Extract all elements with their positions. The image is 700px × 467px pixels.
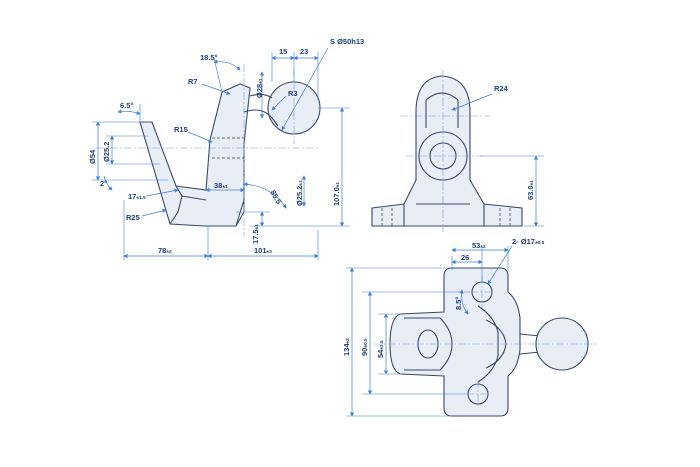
dim-d54: Ø54 bbox=[88, 149, 97, 164]
dim-26: 26 bbox=[461, 253, 469, 262]
dim-53: 53 bbox=[472, 241, 480, 250]
dim-r3: R3 bbox=[288, 89, 298, 98]
dim-r7: R7 bbox=[188, 77, 198, 86]
dim-63: 63.0 bbox=[526, 185, 535, 200]
dim-17: 17 bbox=[128, 192, 136, 201]
dim-r25: R25 bbox=[126, 213, 140, 222]
front-view bbox=[371, 70, 523, 232]
dim-2deg: 2° bbox=[100, 179, 107, 188]
svg-text:134±2: 134±2 bbox=[342, 338, 351, 356]
svg-text:2- Ø17±0.5: 2- Ø17±0.5 bbox=[512, 237, 545, 246]
top-view-plate bbox=[389, 267, 521, 417]
dim-r15: R15 bbox=[174, 125, 188, 134]
dim-107: 107.0 bbox=[332, 187, 341, 206]
dim-8-5: 8.5° bbox=[454, 297, 463, 310]
svg-text:54±1.5: 54±1.5 bbox=[376, 340, 385, 358]
svg-text:101±3: 101±3 bbox=[254, 246, 272, 255]
svg-text:53±2: 53±2 bbox=[472, 241, 486, 250]
dim-d25-2: Ø25.2 bbox=[102, 142, 111, 162]
dim-17-5: 17.5 bbox=[251, 229, 260, 244]
dim-134: 134 bbox=[342, 343, 351, 356]
front-view-body bbox=[371, 75, 523, 227]
dim-2x17: 2- Ø17 bbox=[512, 237, 535, 246]
dim-23: 23 bbox=[300, 47, 308, 56]
top-view bbox=[374, 267, 596, 417]
dim-18-5: 18.5° bbox=[200, 53, 218, 62]
dim-15: 15 bbox=[279, 47, 287, 56]
dim-s50h13: S Ø50h13 bbox=[330, 37, 364, 46]
dim-38: 38 bbox=[214, 181, 222, 190]
svg-text:17±1.5: 17±1.5 bbox=[128, 192, 146, 201]
dim-90: 90 bbox=[360, 348, 369, 356]
dim-d25-2-right: Ø25.2 bbox=[295, 186, 304, 206]
top-view-dimensions: 26 53±2 2- Ø17±0.5 8.5° 134±2 90±0.5 54±… bbox=[342, 237, 545, 417]
dim-78: 78 bbox=[158, 246, 166, 255]
front-view-dimensions: R24 63.0±1 bbox=[451, 84, 544, 227]
dim-r24: R24 bbox=[494, 84, 509, 93]
svg-text:Ø25.2±1: Ø25.2±1 bbox=[295, 180, 304, 206]
svg-text:17.5±1: 17.5±1 bbox=[251, 224, 260, 244]
side-view-dimensions: 18.5° 15 23 S Ø50h13 R7 Ø28±1 R3 6.5° R1… bbox=[88, 37, 364, 260]
svg-text:107.0±1: 107.0±1 bbox=[332, 182, 341, 206]
dim-101: 101 bbox=[254, 246, 267, 255]
dim-54: 54 bbox=[376, 349, 385, 358]
side-view-body bbox=[139, 83, 251, 227]
svg-text:38±1: 38±1 bbox=[214, 181, 228, 190]
svg-text:63.0±1: 63.0±1 bbox=[526, 180, 535, 200]
dim-6-5: 6.5° bbox=[120, 101, 133, 110]
side-view bbox=[96, 64, 321, 236]
svg-text:Ø28±1: Ø28±1 bbox=[255, 78, 264, 98]
dim-d28: Ø28 bbox=[255, 84, 264, 98]
svg-text:90±0.5: 90±0.5 bbox=[360, 338, 369, 356]
dim-85-5: 85.5 bbox=[268, 189, 283, 206]
svg-text:78±2: 78±2 bbox=[158, 246, 172, 255]
